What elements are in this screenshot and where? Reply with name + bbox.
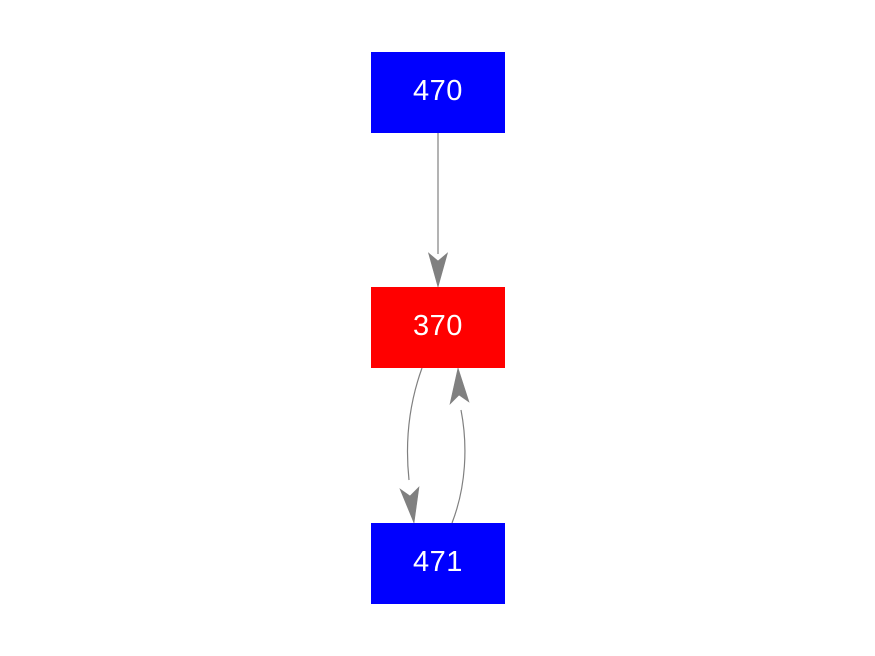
graph-node-370-label: 370 [413,310,463,342]
edge-470-to-370-arrowhead [427,252,449,289]
edge-370-to-471-line [406,367,423,481]
graph-node-470-label: 470 [413,75,463,107]
edge-470-to-370 [427,133,449,289]
graph-node-471-label: 471 [413,546,463,578]
edge-471-to-370-line [451,409,466,524]
edge-471-to-370-arrowhead [449,366,470,405]
graph-node-470[interactable]: 470 [371,52,505,133]
graph-node-471[interactable]: 471 [371,523,505,604]
graph-node-370[interactable]: 370 [371,287,505,368]
edge-370-to-471 [399,367,423,525]
edge-471-to-370 [449,366,470,524]
edge-370-to-471-arrowhead [399,486,420,525]
